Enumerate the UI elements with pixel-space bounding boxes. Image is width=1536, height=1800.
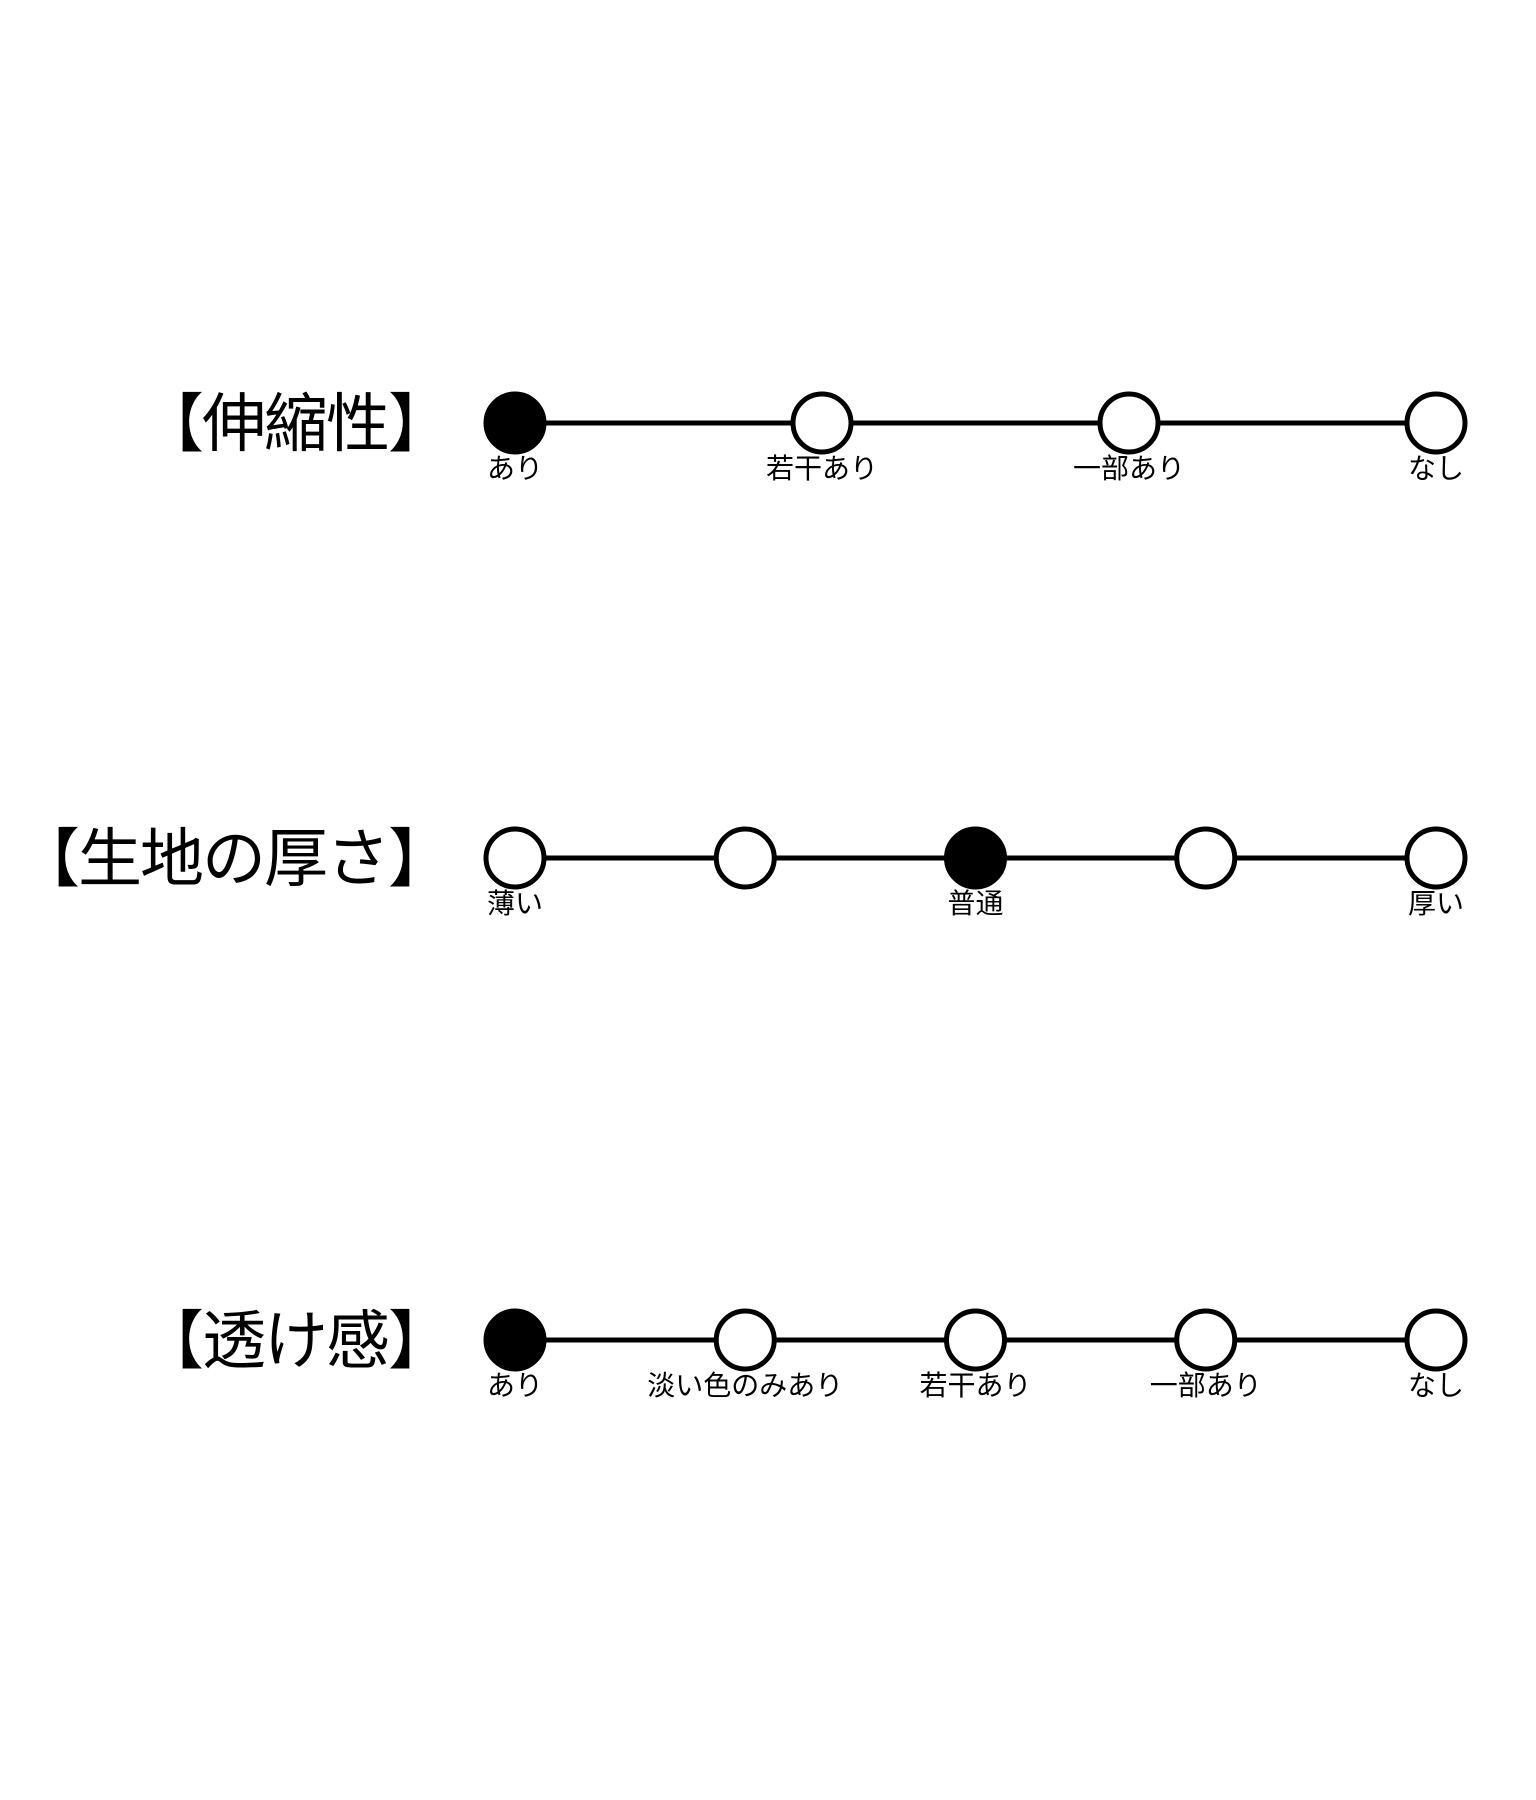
scale-thickness: 【生地の厚さ】 薄い 普通 厚い (0, 810, 1536, 950)
scale-point (1404, 1308, 1468, 1372)
scale-title-stretch: 【伸縮性】 (140, 388, 452, 462)
scale-point (790, 391, 854, 455)
scale-step-label: あり (486, 1369, 544, 1402)
scale-point (1404, 826, 1468, 890)
scale-step-label: あり (486, 452, 544, 485)
scale-point (1097, 391, 1161, 455)
scale-step-label: 若干あり (919, 1369, 1032, 1402)
scale-track (483, 826, 1468, 890)
scale-track (483, 1308, 1468, 1372)
scale-step-label: 普通 (947, 887, 1004, 920)
scale-title-sheerness: 【透け感】 (140, 1305, 452, 1379)
scale-point-selected (483, 1308, 547, 1372)
scale-point (944, 1308, 1007, 1372)
scale-step-label: なし (1407, 1369, 1465, 1402)
scale-step-label: 一部あり (1149, 1369, 1262, 1402)
scale-step-label: 厚い (1407, 887, 1465, 920)
scale-stretch: 【伸縮性】 あり 若干あり 一部あり なし (0, 375, 1536, 515)
scale-step-label: 若干あり (765, 452, 879, 485)
scale-sheerness: 【透け感】 あり 淡い色のみあり 若干あり 一部あり なし (0, 1292, 1536, 1432)
scale-step-label: 一部あり (1072, 452, 1186, 485)
scale-point (1404, 391, 1468, 455)
scale-point (713, 1308, 777, 1372)
scale-point-selected (483, 391, 547, 455)
scale-step-label: 薄い (486, 887, 544, 920)
scale-title-thickness: 【生地の厚さ】 (16, 823, 452, 897)
scale-point-selected (944, 826, 1007, 890)
scale-track (483, 391, 1468, 455)
scale-point (483, 826, 547, 890)
scale-step-label: 淡い色のみあり (647, 1369, 844, 1402)
scale-step-label: なし (1407, 452, 1465, 485)
scale-point (1174, 1308, 1238, 1372)
scale-point (1174, 826, 1238, 890)
scale-point (713, 826, 777, 890)
